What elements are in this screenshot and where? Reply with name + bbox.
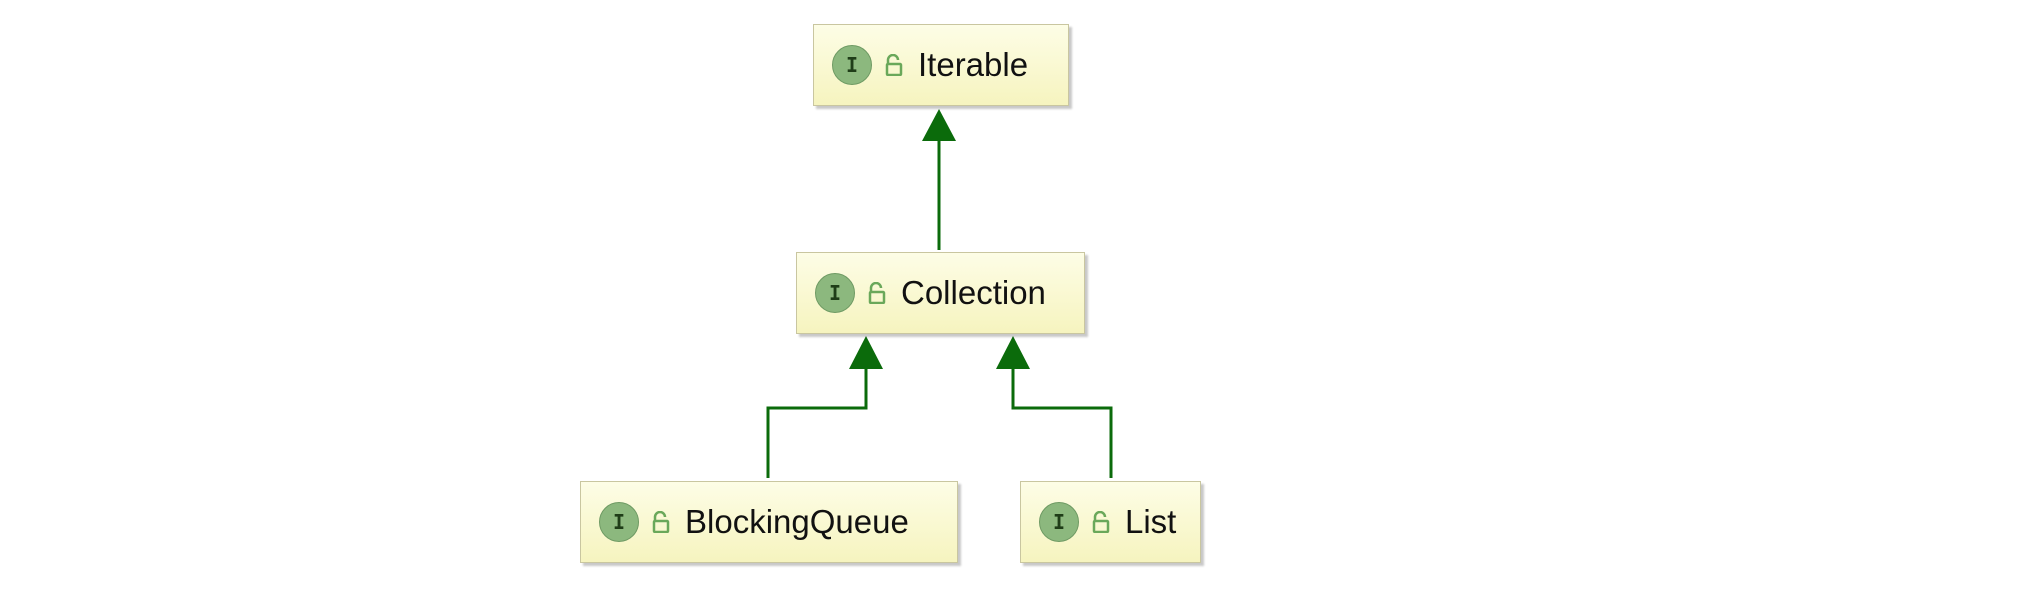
- node-iterable[interactable]: I Iterable: [813, 24, 1069, 106]
- unlocked-icon: [884, 54, 904, 76]
- unlocked-icon: [651, 511, 671, 533]
- edge-blockingqueue-collection: [766, 368, 868, 478]
- node-label: Iterable: [918, 46, 1029, 83]
- interface-badge-icon: I: [815, 273, 855, 313]
- interface-badge-icon: I: [832, 45, 872, 85]
- unlocked-icon: [867, 282, 887, 304]
- node-blockingqueue[interactable]: I BlockingQueue: [580, 481, 958, 563]
- node-list[interactable]: I List: [1020, 481, 1201, 563]
- node-collection[interactable]: I Collection: [796, 252, 1085, 334]
- node-label: Collection: [901, 274, 1046, 311]
- arrowhead-collection-right: [996, 336, 1030, 369]
- interface-badge-icon: I: [599, 502, 639, 542]
- node-label: BlockingQueue: [685, 503, 909, 540]
- node-label: List: [1125, 503, 1177, 540]
- unlocked-icon: [1091, 511, 1111, 533]
- interface-badge-icon: I: [1039, 502, 1079, 542]
- edge-list-collection: [1011, 368, 1113, 478]
- arrowhead-collection-left: [849, 336, 883, 369]
- arrowhead-iterable: [922, 109, 956, 141]
